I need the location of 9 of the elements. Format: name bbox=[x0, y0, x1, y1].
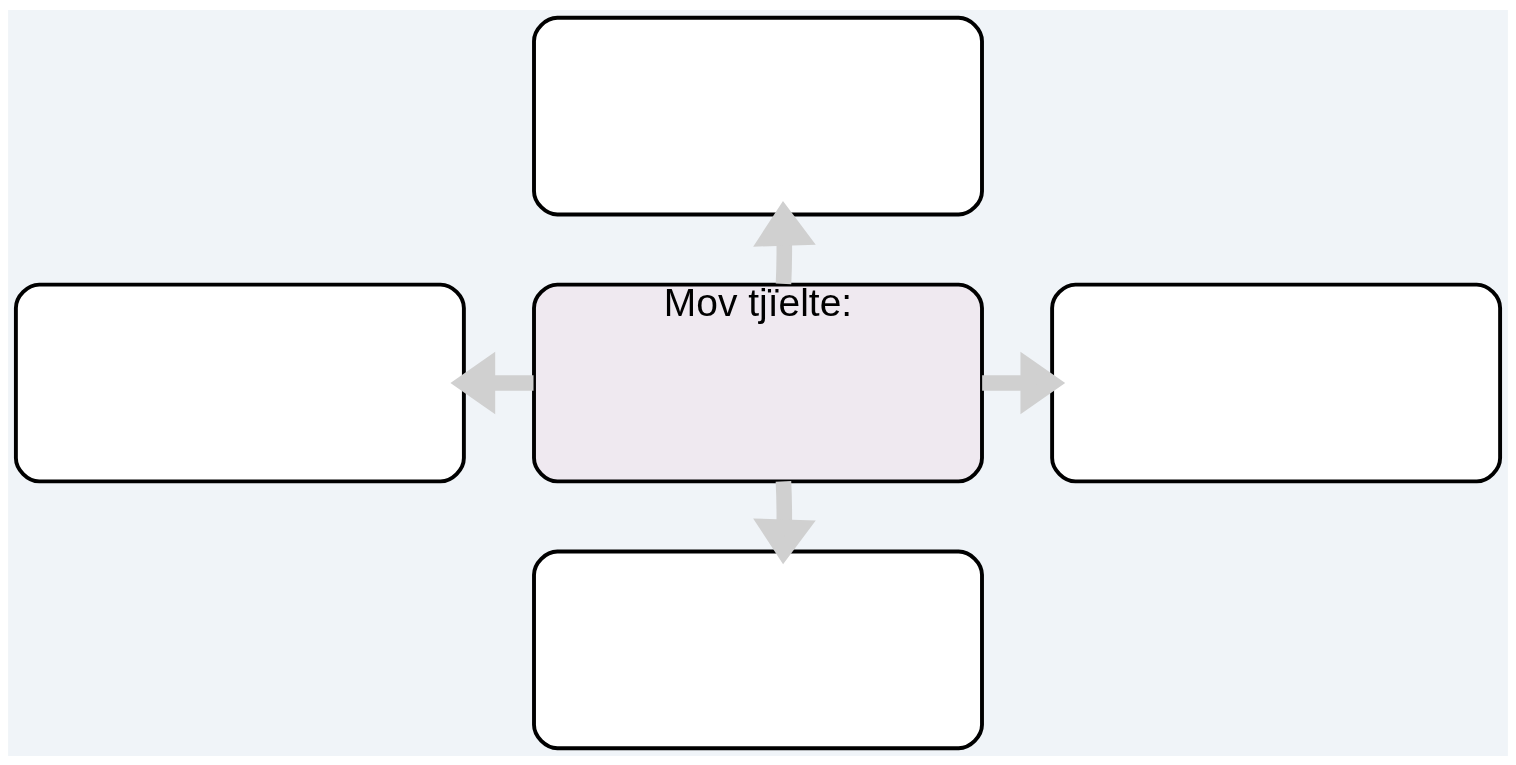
node-box bbox=[13, 282, 466, 483]
node-box bbox=[532, 549, 984, 750]
arrow bbox=[753, 200, 816, 284]
arrow bbox=[753, 480, 816, 564]
arrow bbox=[450, 351, 534, 414]
node-box: Mov tjïelte: bbox=[532, 282, 984, 483]
arrow bbox=[982, 351, 1066, 414]
node-box bbox=[532, 15, 984, 216]
node-box bbox=[1050, 282, 1503, 483]
